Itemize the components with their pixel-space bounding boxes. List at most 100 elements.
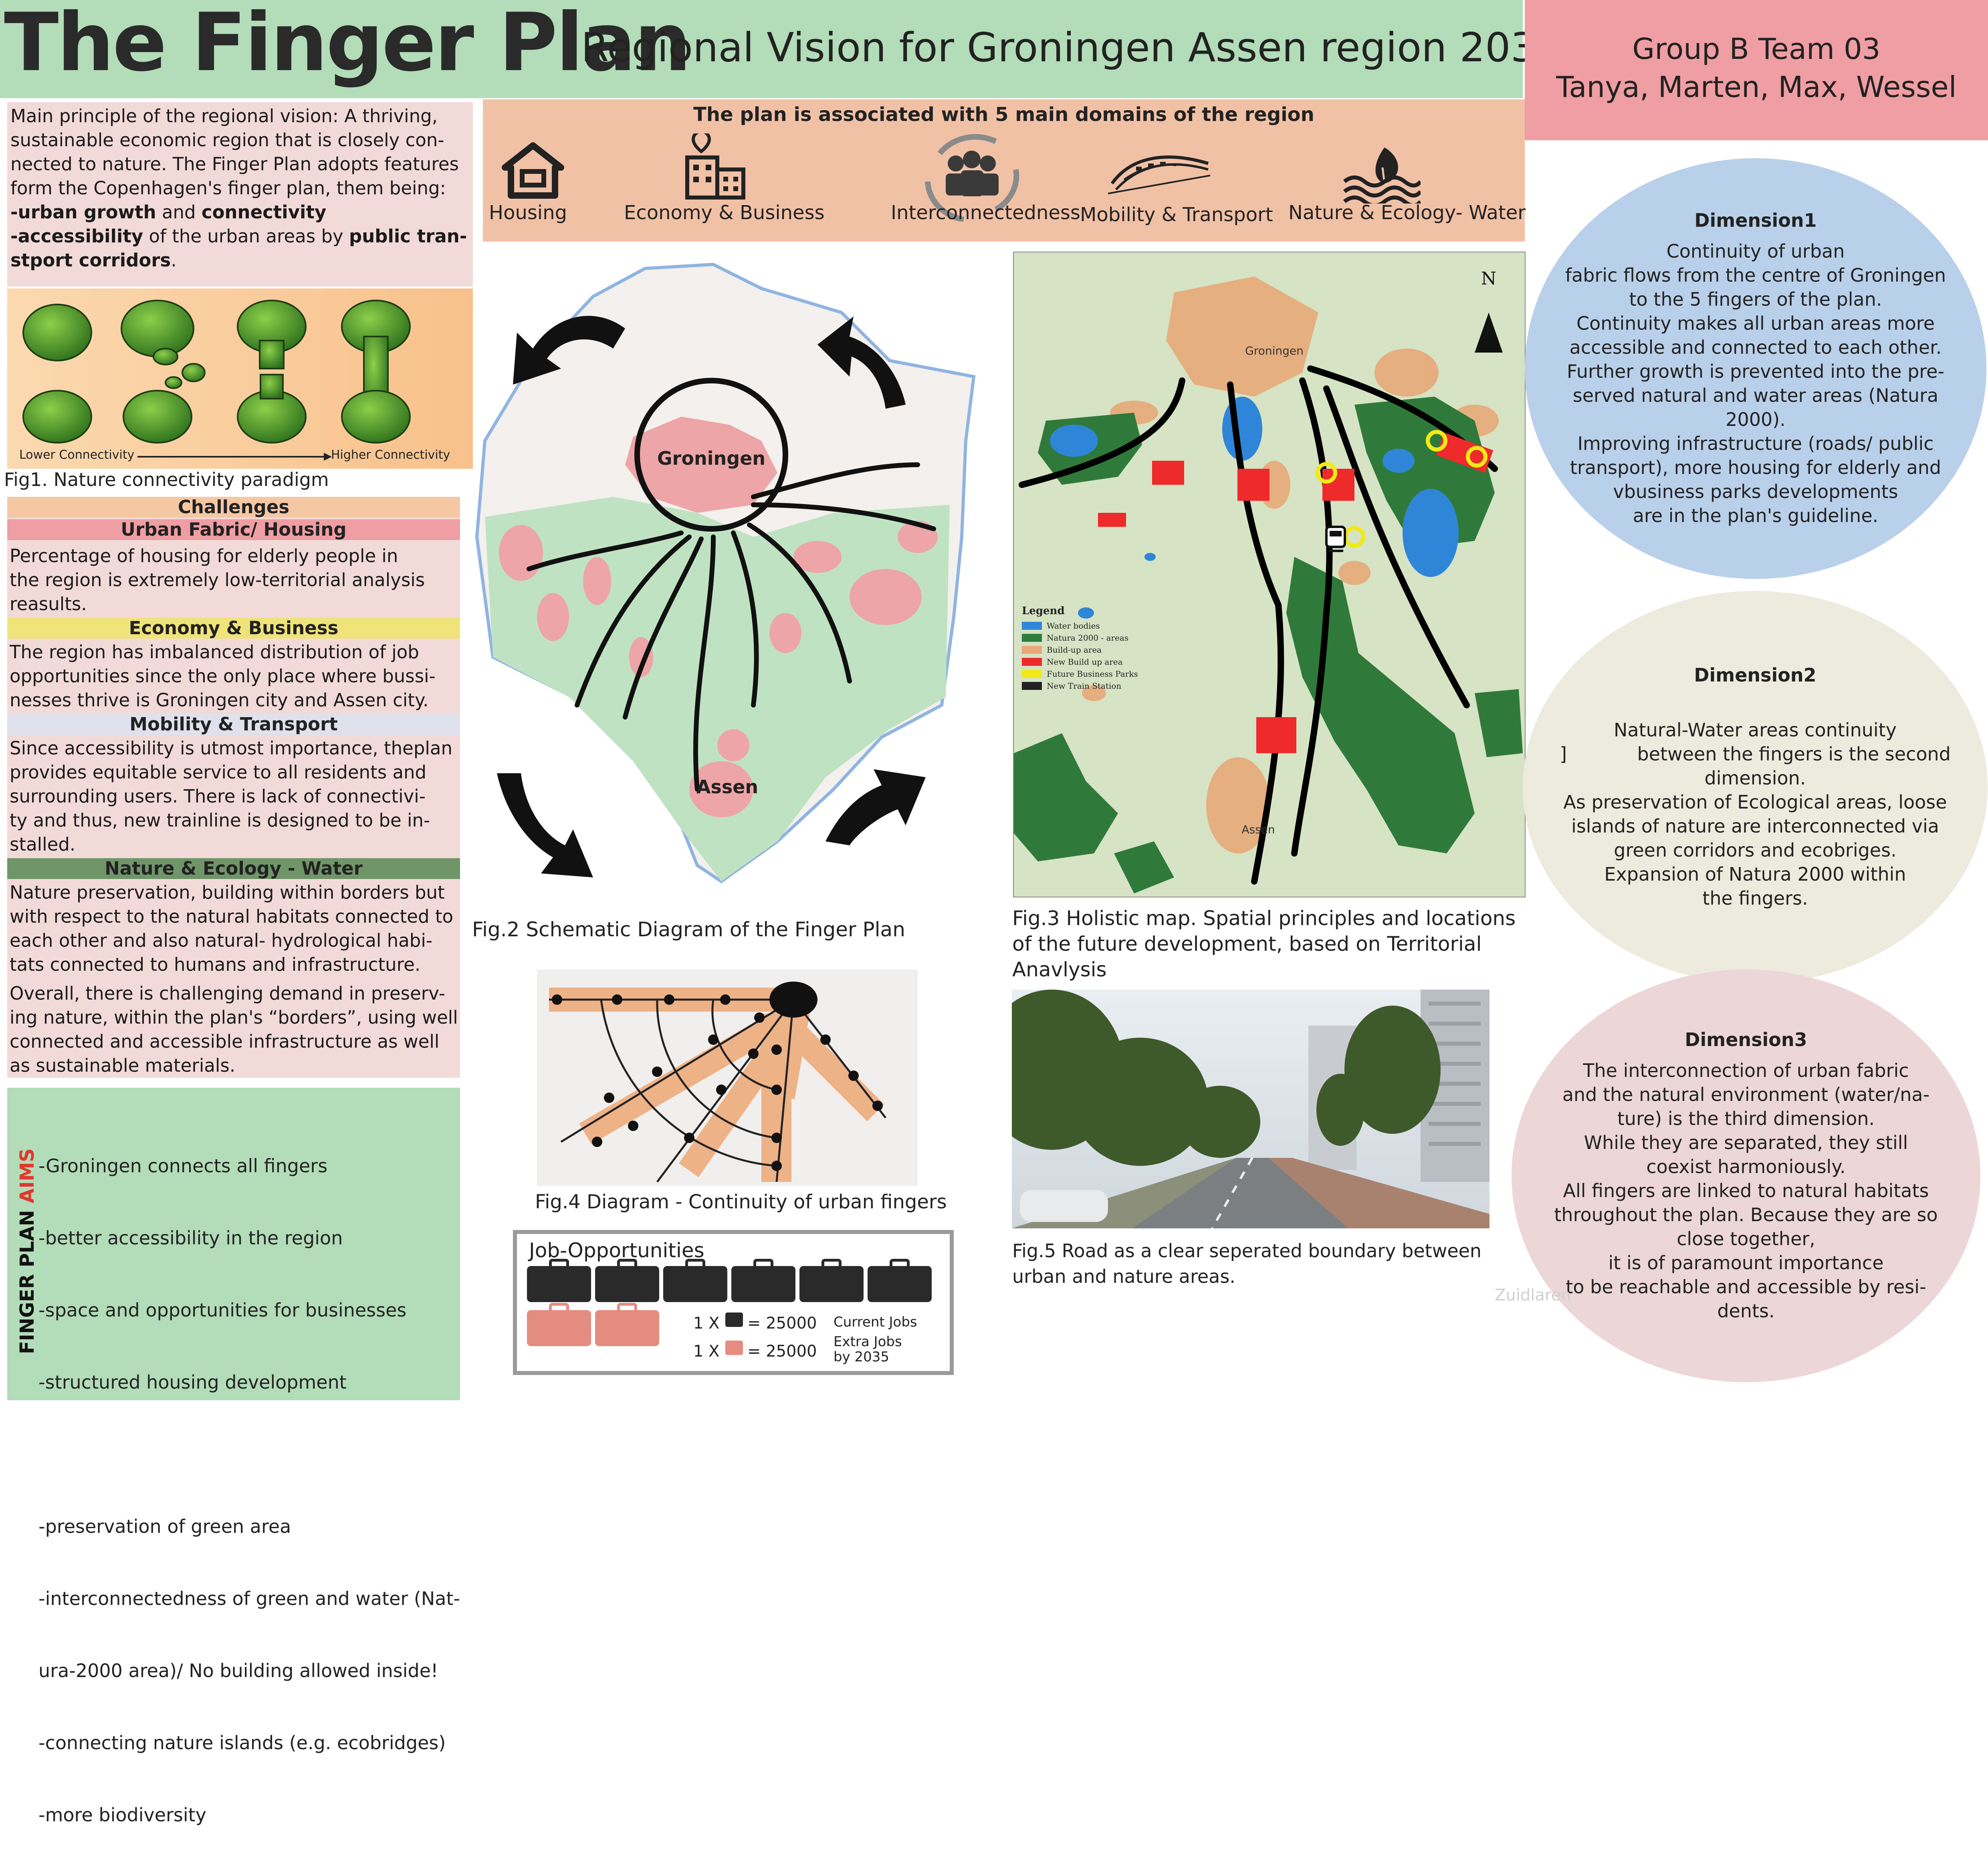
fig4-urban-fingers-diagram (537, 970, 918, 1186)
legend-label: New Train Station (1047, 681, 1122, 691)
extra-multiplier: 1 X (693, 1342, 720, 1361)
fig1-nature-connectivity: Lower Connectivity Higher Connectivity (7, 288, 473, 469)
blob-group-4 (341, 300, 411, 444)
domain-housing: Housing (489, 202, 567, 224)
extra-jobs-value: = 25000 (747, 1342, 817, 1361)
briefcase-icon (527, 1303, 591, 1346)
economy-heading: Economy & Business (7, 618, 460, 639)
current-multiplier: 1 X (693, 1314, 720, 1333)
briefcase-icon (595, 1259, 659, 1302)
water-bodies (1050, 397, 1459, 619)
briefcase-icon (595, 1303, 659, 1346)
fig5-road-photo (1012, 990, 1489, 1228)
nature-text: Nature preservation, building within bor… (10, 882, 454, 975)
legend-swatch (1022, 622, 1042, 630)
nature-connectivity-diagram (22, 300, 411, 461)
intro-text: Main principle of the regional vision: A… (10, 105, 467, 271)
fig2-caption: Fig.2 Schematic Diagram of the Finger Pl… (472, 918, 905, 941)
blob-group-3 (237, 300, 307, 444)
housing-text: Percentage of housing for elderly people… (10, 545, 425, 615)
groningen-label: Groningen (657, 448, 765, 469)
fig1-caption: Fig1. Nature connectivity paradigm (4, 469, 329, 490)
dimension1-text: Continuity of urban fabric flows from th… (1565, 240, 1946, 526)
challenges-title: Challenges (7, 497, 460, 518)
overall-text: Overall, there is challenging demand in … (10, 983, 458, 1076)
briefcase-icon (663, 1259, 727, 1302)
dimension1-title: Dimension1 (1694, 210, 1817, 231)
extra-briefcase-icon (725, 1341, 743, 1355)
natura-areas (1014, 397, 1523, 893)
dimension3-text: The interconnection of urban fabric and … (1554, 1060, 1938, 1322)
blob-group-2 (121, 300, 206, 444)
fig2-schematic-diagram: Groningen Assen (475, 262, 976, 883)
fig3-caption: Fig.3 Holistic map. Spatial principles a… (1012, 907, 1516, 981)
map-groningen-label: Groningen (1245, 344, 1304, 357)
mobility-text: Since accessibility is utmost importance… (10, 738, 453, 855)
current-jobs-value: = 25000 (747, 1314, 817, 1333)
holistic-map-svg: N Groningen Assen (1014, 268, 1523, 893)
center-node (769, 982, 817, 1018)
domain-interconnectedness: Interconnectedness (891, 202, 1080, 224)
groningen-circle (634, 378, 788, 532)
rotation-arrows (497, 316, 926, 877)
team-name: Group B Team 03 (1632, 32, 1881, 66)
legend-item: New Build up area (1022, 657, 1154, 667)
blob-group-1 (22, 304, 92, 444)
legend-swatch (1022, 646, 1042, 654)
leaf-water-icon (1343, 147, 1421, 204)
team-box: Group B Team 03 Tanya, Marten, Max, Wess… (1525, 0, 1988, 140)
urban-fingers-svg (549, 982, 886, 1183)
north-arrow-icon (1475, 312, 1503, 353)
fig5-caption: Fig.5 Road as a clear seperated boundary… (1012, 1240, 1482, 1287)
higher-connectivity-label: Higher Connectivity (331, 448, 450, 462)
aims-list: -Groningen connects all fingers -better … (38, 1155, 460, 1826)
economy-text: The region has imbalanced distribution o… (10, 641, 436, 711)
dimension2-text: Natural-Water areas continuity ] between… (1560, 719, 1951, 909)
housing-heading: Urban Fabric/ Housing (7, 519, 460, 540)
parked-car (1020, 1190, 1108, 1222)
team-members: Tanya, Marten, Max, Wessel (1556, 70, 1957, 104)
finger-bands (549, 988, 884, 1182)
job-opportunities-box: Job-Opportunities 1 X = 25000 Current Jo… (513, 1230, 954, 1375)
people-cycle-icon (925, 134, 1019, 222)
challenges-panel (7, 497, 460, 1078)
build-up-areas (1046, 276, 1499, 853)
legend-item: New Train Station (1022, 681, 1154, 691)
briefcase-icon (868, 1259, 932, 1302)
header-banner (0, 0, 1523, 98)
page-title: The Finger Plan (4, 0, 691, 89)
domains-panel: The plan is associated with 5 main domai… (483, 99, 1526, 242)
aims-side-label: FINGER PLAN AIMS (16, 1148, 38, 1354)
legend-item: Natura 2000 - areas (1022, 633, 1154, 643)
dimension3-title: Dimension3 (1685, 1029, 1807, 1050)
dimension3-ellipse: Dimension3 The interconnection of urban … (1512, 970, 1980, 1382)
network-nodes (552, 994, 883, 1171)
new-train-station-icon (1325, 526, 1346, 552)
extra-jobs-label: Extra Jobs by 2035 (834, 1334, 902, 1365)
legend-item: Future Business Parks (1022, 669, 1154, 679)
intro-box: Main principle of the regional vision: A… (7, 102, 473, 286)
legend-item: Build-up area (1022, 645, 1154, 655)
legend-swatch (1022, 658, 1042, 666)
legend-swatch (1022, 670, 1042, 678)
current-briefcase-icon (725, 1312, 743, 1327)
current-jobs-row (527, 1259, 932, 1302)
fig4-caption: Fig.4 Diagram - Continuity of urban fing… (535, 1191, 947, 1213)
legend-swatch (1022, 682, 1042, 690)
aims-panel: FINGER PLAN AIMS -Groningen connects all… (7, 1088, 460, 1826)
domains-title: The plan is associated with 5 main domai… (693, 103, 1314, 126)
legend-label: Natura 2000 - areas (1047, 633, 1129, 643)
office-building-icon (685, 133, 745, 200)
briefcase-icon (799, 1259, 864, 1302)
domain-economy: Economy & Business (624, 202, 825, 224)
dimension2-ellipse: Dimension2 Natural-Water areas continuit… (1523, 591, 1988, 984)
jobs-title: Job-Opportunities (529, 1239, 704, 1262)
house-icon (502, 142, 564, 199)
legend-label: Future Business Parks (1047, 669, 1138, 679)
lower-connectivity-label: Lower Connectivity (19, 448, 135, 462)
mobility-heading: Mobility & Transport (7, 714, 460, 735)
map-assen-label: Assen (1241, 823, 1275, 836)
